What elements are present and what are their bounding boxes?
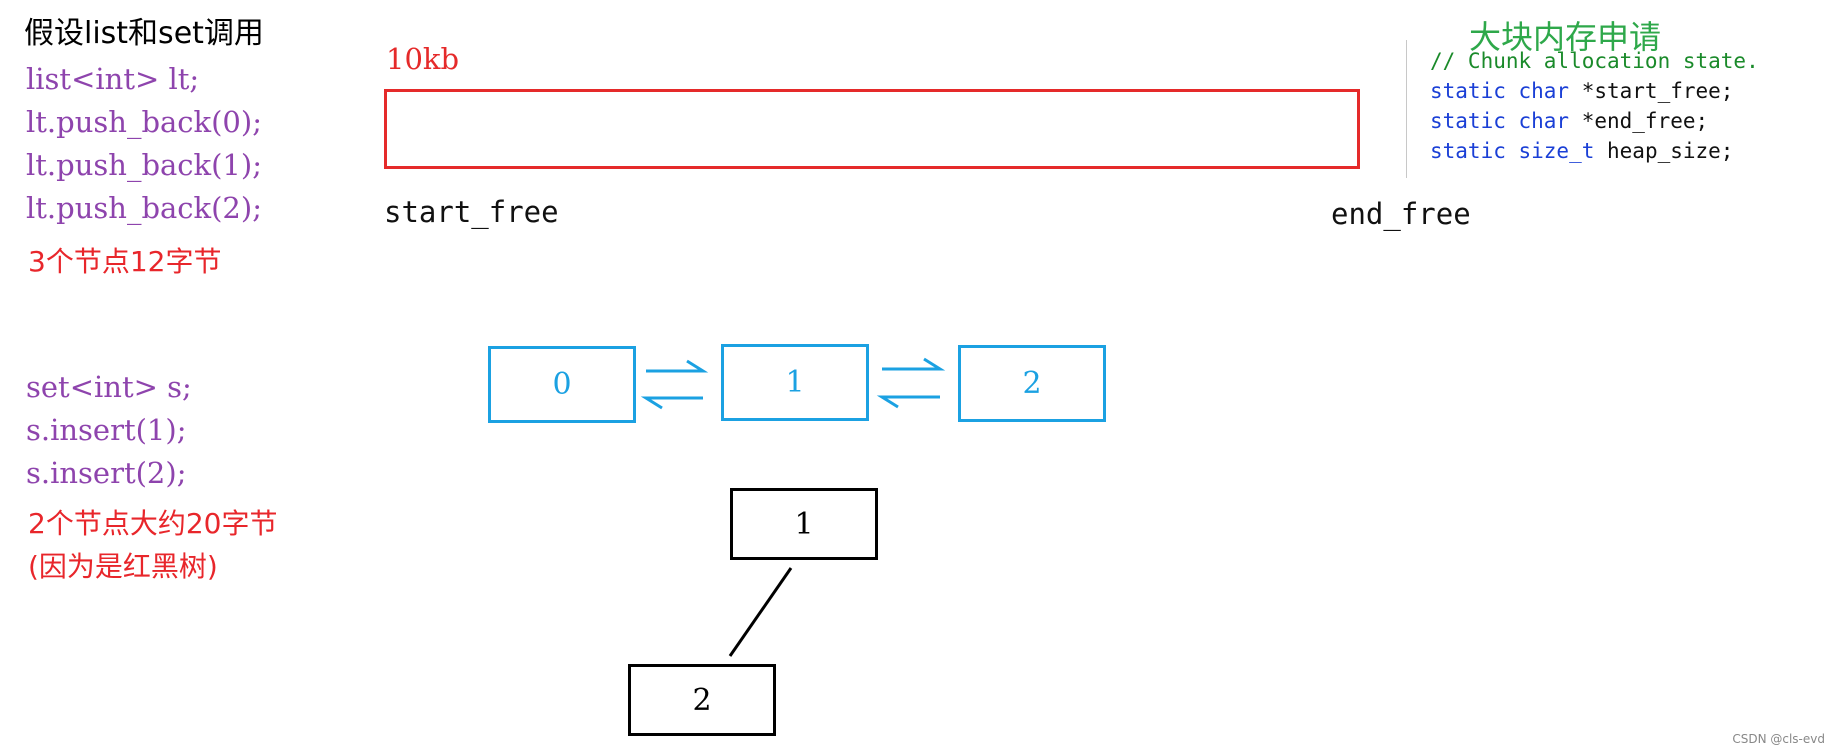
list-node-value: 2 [1022,366,1042,401]
code-comment: // Chunk allocation state. [1430,49,1759,73]
tree-edge-root-to-child [728,567,793,657]
page-title: 假设list和set调用 [24,16,264,51]
code-keyword: static size_t [1430,139,1595,163]
start-free-label: start_free [384,195,559,229]
list-node-size-note: 3个节点12字节 [28,245,222,278]
code-keyword: static char [1430,79,1570,103]
tree-node-child: 2 [628,664,776,736]
list-code-line-2: lt.push_back(0); [26,105,262,139]
list-code-line-3: lt.push_back(1); [26,148,262,182]
set-code-line-2: s.insert(1); [26,413,187,447]
list-node-2: 2 [958,345,1106,422]
list-node-value: 0 [552,367,572,402]
list-node-0: 0 [488,346,636,423]
code-line-start-free: static char *start_free; [1430,79,1733,103]
list-code-line-4: lt.push_back(2); [26,191,262,225]
list-arrow-1-to-0 [640,396,703,410]
chunk-allocation-heading: 大块内存申请 [1469,18,1662,56]
list-arrow-2-to-1 [876,395,940,409]
list-arrow-0-to-1 [646,359,709,373]
list-node-1: 1 [721,344,869,421]
code-identifier: *start_free; [1569,79,1734,103]
end-free-label: end_free [1331,197,1471,231]
list-code-line-1: list<int> lt; [26,62,200,96]
code-keyword: static char [1430,109,1570,133]
list-arrow-1-to-2 [882,357,946,371]
code-line-heap-size: static size_t heap_size; [1430,139,1733,163]
tree-node-value: 2 [692,682,712,718]
tree-node-value: 1 [794,506,814,542]
code-identifier: heap_size; [1594,139,1734,163]
set-code-line-3: s.insert(2); [26,456,187,490]
watermark: CSDN @cls-evd [1732,732,1825,746]
set-node-size-reason: (因为是红黑树) [28,550,218,583]
set-code-line-1: set<int> s; [26,370,192,404]
tree-node-root: 1 [730,488,878,560]
memory-chunk-box [384,89,1360,169]
list-node-value: 1 [785,365,805,400]
code-panel-divider [1406,40,1407,178]
code-line-end-free: static char *end_free; [1430,109,1708,133]
chunk-size-label: 10kb [386,42,460,76]
set-node-size-note: 2个节点大约20字节 [28,507,278,540]
code-identifier: *end_free; [1569,109,1709,133]
